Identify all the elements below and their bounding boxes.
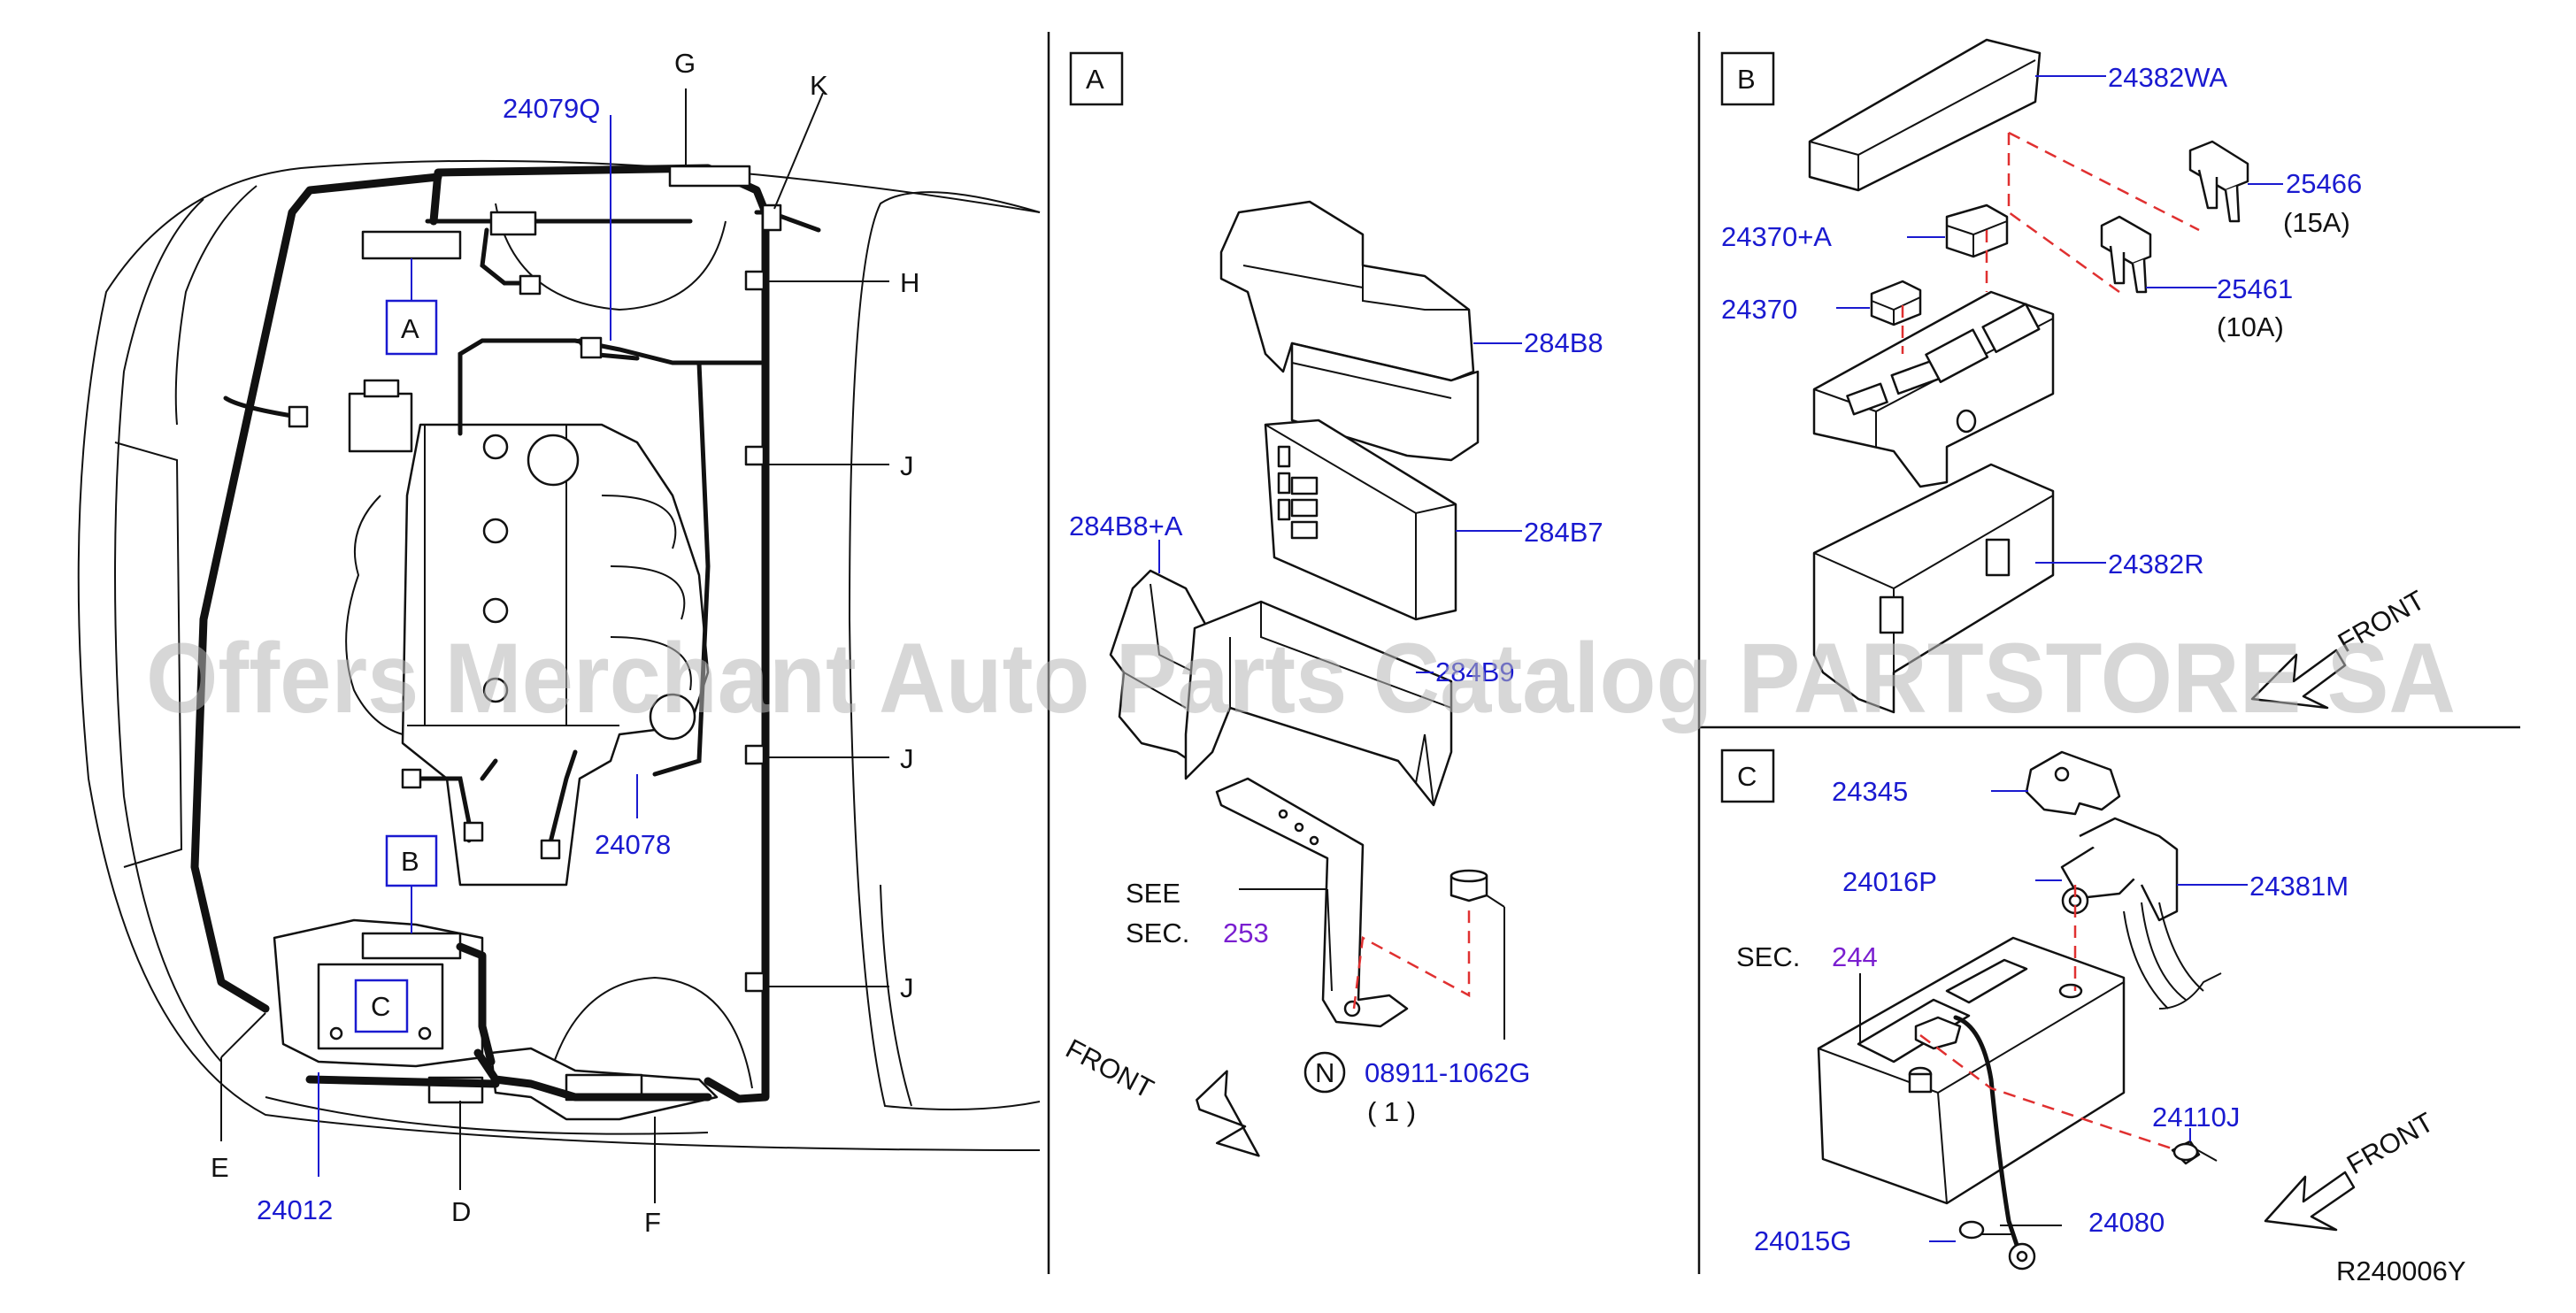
part-24110j[interactable]: 24110J [2152, 1102, 2240, 1133]
panel-a: A 284B8 284B7 284B8+A 284B9 [1061, 51, 1603, 1157]
callout-e: E [211, 1152, 229, 1183]
zone-box-c[interactable] [354, 979, 409, 1033]
callout-j-3: J [900, 972, 914, 1003]
part-24080[interactable]: 24080 [2088, 1207, 2165, 1238]
part-24381m[interactable]: 24381M [2249, 871, 2349, 902]
zone-a-label: A [401, 313, 419, 344]
part-24382wa[interactable]: 24382WA [2108, 62, 2227, 93]
rating-25461: (10A) [2217, 311, 2284, 342]
part-24370-a[interactable]: 24370+A [1721, 221, 1832, 252]
callout-d: D [451, 1196, 471, 1227]
part-24012[interactable]: 24012 [257, 1194, 333, 1225]
engine-bay-overview [77, 159, 1041, 1151]
callout-h: H [900, 267, 919, 298]
zone-c-label: C [371, 991, 390, 1022]
part-qty: ( 1 ) [1367, 1096, 1416, 1127]
part-24079q[interactable]: 24079Q [503, 93, 600, 124]
part-24370[interactable]: 24370 [1721, 294, 1797, 325]
rating-25466: (15A) [2283, 207, 2350, 238]
part-284b8[interactable]: 284B8 [1524, 327, 1603, 358]
watermark: Offers Merchant Auto Parts Catalog PARTS… [146, 623, 2456, 733]
part-08911-1062g[interactable]: 08911-1062G [1365, 1057, 1530, 1088]
sec-label-c: SEC. [1736, 941, 1800, 972]
callout-k: K [810, 70, 828, 101]
section-link-244[interactable]: 244 [1832, 941, 1878, 972]
callout-f: F [644, 1207, 661, 1238]
front-arrow-icon-b [2250, 649, 2347, 710]
part-24016p[interactable]: 24016P [1842, 866, 1937, 897]
callout-g: G [674, 48, 696, 79]
overview-labels: G K H J J J E D F 24079Q 24078 24012 A B… [211, 48, 919, 1238]
front-arrow-icon-a [1196, 1070, 1260, 1157]
front-arrow-icon-c [2264, 1171, 2356, 1232]
diagram-id: R240006Y [2336, 1255, 2466, 1286]
front-label-c: FRONT [2341, 1106, 2439, 1180]
front-label-a: FRONT [1061, 1033, 1159, 1104]
part-284b7[interactable]: 284B7 [1524, 517, 1603, 548]
see-label: SEE [1126, 878, 1180, 909]
overview-leaders [220, 88, 889, 1203]
part-284b8-a[interactable]: 284B8+A [1069, 511, 1183, 541]
panel-a-tag: A [1086, 64, 1104, 95]
sec-label-a: SEC. [1126, 918, 1189, 948]
panel-b: B 24382WA 25466 (15A) 25461 (10A) 24370+… [1720, 38, 2430, 714]
n-mark: N [1315, 1057, 1334, 1088]
part-24015g[interactable]: 24015G [1754, 1225, 1851, 1256]
part-24345[interactable]: 24345 [1832, 776, 1908, 807]
part-25466[interactable]: 25466 [2286, 168, 2362, 199]
zone-box-a[interactable] [385, 299, 438, 356]
callout-j-1: J [900, 450, 914, 481]
callout-j-2: J [900, 743, 914, 774]
overview-connectors [288, 165, 782, 993]
zone-b-label: B [401, 846, 419, 877]
part-24078[interactable]: 24078 [595, 829, 671, 860]
part-25461[interactable]: 25461 [2217, 273, 2293, 304]
part-284b9[interactable]: 284B9 [1435, 656, 1515, 687]
zone-box-b[interactable] [385, 834, 438, 887]
wire-harness [190, 164, 821, 1103]
section-link-253[interactable]: 253 [1223, 918, 1269, 948]
part-24382r[interactable]: 24382R [2108, 549, 2204, 580]
panel-c: C 24345 24016P 24381M [1720, 749, 2466, 1286]
panel-c-tag: C [1737, 761, 1757, 792]
panel-dividers [1047, 32, 2520, 1274]
panel-b-tag: B [1737, 64, 1756, 95]
